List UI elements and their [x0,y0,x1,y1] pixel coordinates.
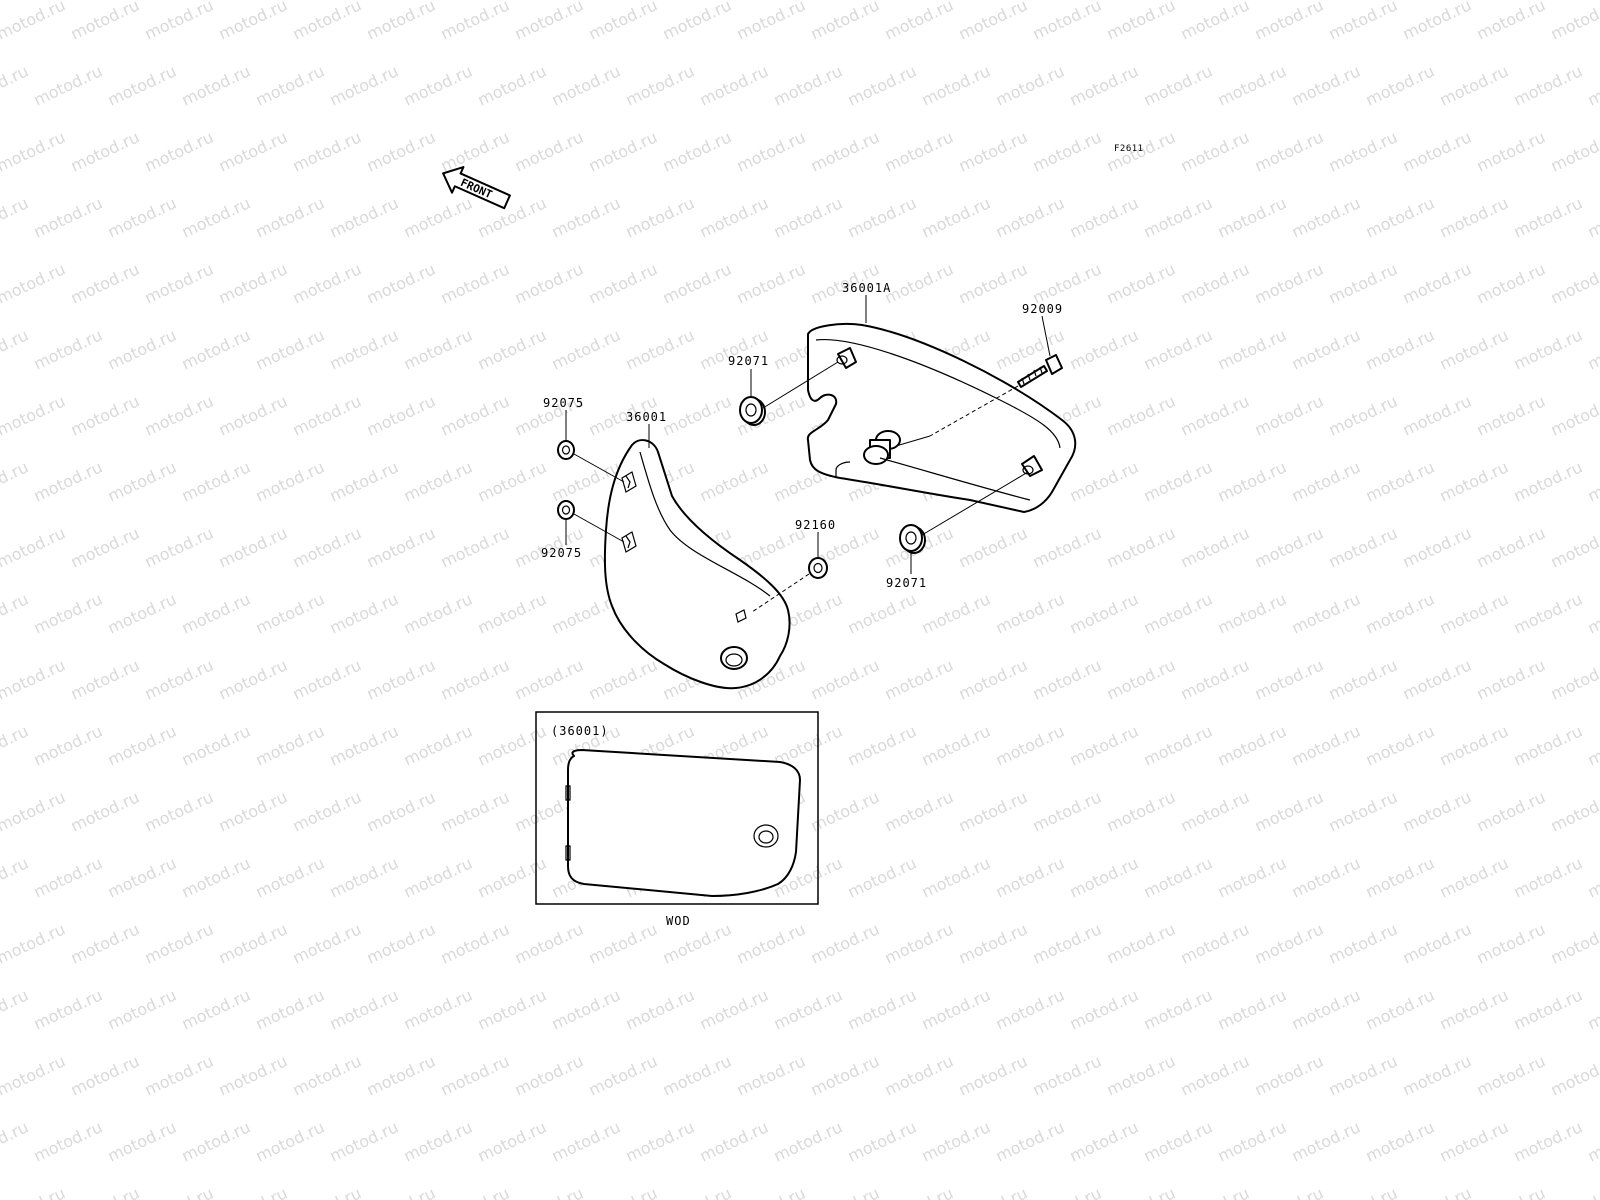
figure-code: F2611 [1114,144,1144,154]
callout-92075-bottom: 92075 [541,546,582,560]
cover-grommet-hole-upper [621,471,637,493]
inset-lock-hole [753,824,779,848]
inset-variant-label: WOD [666,914,691,928]
screw-92009 [1017,354,1063,388]
grommet-92075-bottom [557,500,575,520]
callout-92009: 92009 [1022,302,1063,316]
callout-92075-top: 92075 [543,396,584,410]
variant-inset-box: (36001) WOD [535,711,819,928]
inset-part-label: (36001) [551,724,609,738]
cover-grommet-hole-lower [621,531,637,553]
cover-lock-hole [720,646,748,670]
cover-mount-post [863,430,901,465]
damper-92160 [808,557,828,579]
callout-36001A: 36001A [842,281,891,295]
grommet-92071-bottom [899,524,926,554]
cover-upper-pin [836,347,857,369]
front-arrow-icon: FRONT [442,166,511,210]
grommet-92075-top [557,440,575,460]
grommet-92071-top [739,396,766,426]
callout-92071-top: 92071 [728,354,769,368]
callout-36001: 36001 [626,410,667,424]
side-cover-left-36001 [603,439,791,690]
cover-side-pin [735,609,747,623]
callout-92071-bottom: 92071 [886,576,927,590]
callout-92160: 92160 [795,518,836,532]
side-cover-right-36001A [806,323,1077,513]
